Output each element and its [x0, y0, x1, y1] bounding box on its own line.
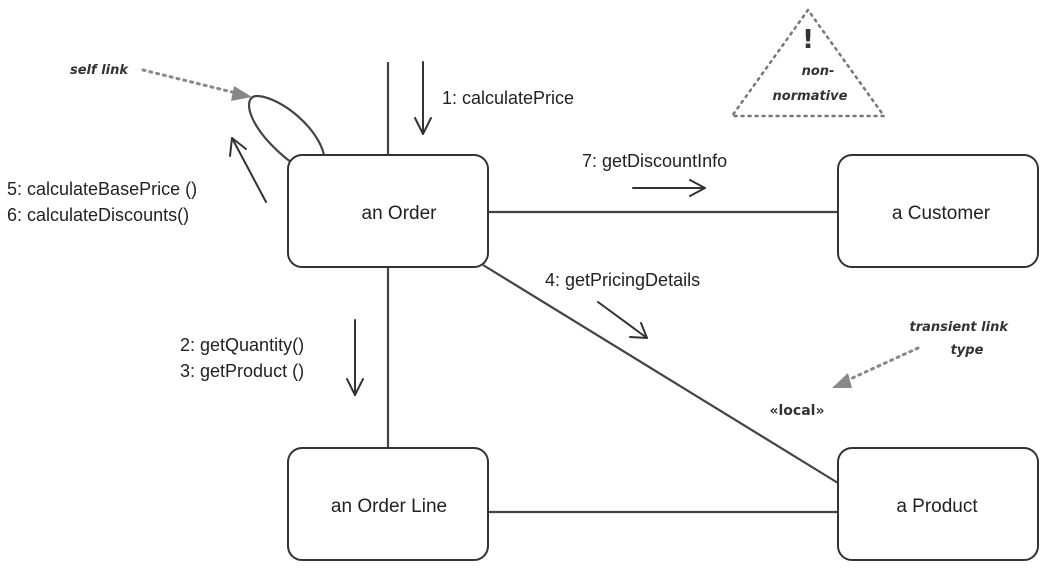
- calculate-discounts-label: 6: calculateDiscounts(): [7, 205, 189, 225]
- order-to-product-link: [482, 264, 839, 484]
- non-normative-icon: ! non- normative: [729, 7, 887, 118]
- local-stereotype-label: «local»: [769, 403, 824, 419]
- get-discount-info-label: 7: getDiscountInfo: [582, 151, 727, 171]
- non-normative-line1: non-: [802, 64, 835, 79]
- get-quantity-arrow: [346, 319, 364, 396]
- get-pricing-details-label: 4: getPricingDetails: [545, 270, 700, 290]
- calculate-price-label: 1: calculatePrice: [442, 88, 574, 108]
- product-label: a Product: [896, 496, 978, 517]
- self-link-pointer: [141, 68, 252, 101]
- transient-link-note-line1: transient link: [910, 320, 1010, 335]
- order-line-label: an Order Line: [331, 496, 447, 517]
- self-call-arrow: [229, 137, 267, 203]
- customer-box: [837, 154, 1039, 268]
- transient-link-note-line2: type: [951, 343, 984, 358]
- self-link-loop: [248, 94, 326, 164]
- calculate-base-price-label: 5: calculateBasePrice (): [7, 179, 197, 199]
- order-label: an Order: [362, 203, 438, 224]
- get-discount-info-arrow: [632, 179, 706, 197]
- get-pricing-details-arrow: [597, 301, 648, 339]
- transient-link-pointer: [832, 346, 920, 388]
- calculate-price-arrow: [414, 61, 432, 135]
- exclamation-mark: !: [802, 25, 814, 55]
- order-line-box: [287, 447, 489, 561]
- self-link-note: self link: [70, 63, 129, 78]
- non-normative-line2: normative: [773, 89, 848, 104]
- get-quantity-label: 2: getQuantity(): [180, 335, 304, 355]
- product-box: [837, 447, 1039, 561]
- customer-label: a Customer: [892, 203, 991, 224]
- get-product-label: 3: getProduct (): [180, 361, 304, 381]
- order-box: [287, 154, 489, 268]
